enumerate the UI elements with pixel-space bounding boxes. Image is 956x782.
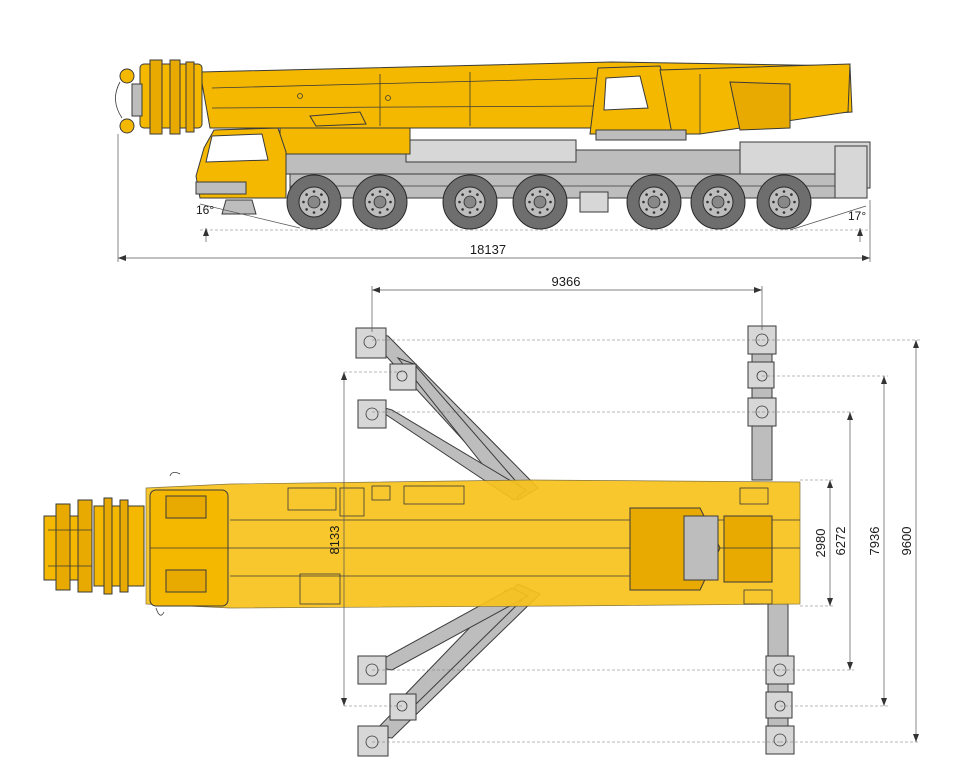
driver-cab (195, 127, 287, 215)
wheel (442, 174, 498, 230)
outriggers (355, 325, 795, 757)
wheel-axles (286, 174, 812, 230)
wheel (512, 174, 568, 230)
wheel (756, 174, 812, 230)
front-approach-angle: 16° (196, 203, 214, 217)
carrier-body-top (145, 472, 801, 616)
outrigger-span-2980-label: 2980 (813, 529, 828, 558)
overall-length-dimension (117, 134, 871, 262)
rear-departure-angle: 17° (848, 209, 866, 223)
crane-cab-window (603, 75, 649, 111)
boom-head (115, 59, 203, 135)
outrigger-span-6272-label: 6272 (833, 527, 848, 556)
wheel (626, 174, 682, 230)
superstructure (589, 63, 851, 141)
outrigger-span-9600-label: 9600 (899, 527, 914, 556)
top-view-dimensions (341, 286, 920, 743)
wheel (286, 174, 342, 230)
outrigger-longitudinal-span-label: 9366 (552, 274, 581, 289)
wheel (690, 174, 746, 230)
outrigger-span-7936-label: 7936 (867, 527, 882, 556)
side-view: 16° 17° 18137 (115, 59, 871, 262)
overall-length-label: 18137 (470, 242, 506, 257)
boom-head-top (43, 497, 145, 595)
wheel (352, 174, 408, 230)
driver-cab-window (205, 133, 269, 163)
front-outrigger-span-label: 8133 (327, 526, 342, 555)
ground-and-angles (199, 203, 870, 242)
top-view: 9366 8133 9600 7936 6272 2980 (43, 274, 920, 757)
